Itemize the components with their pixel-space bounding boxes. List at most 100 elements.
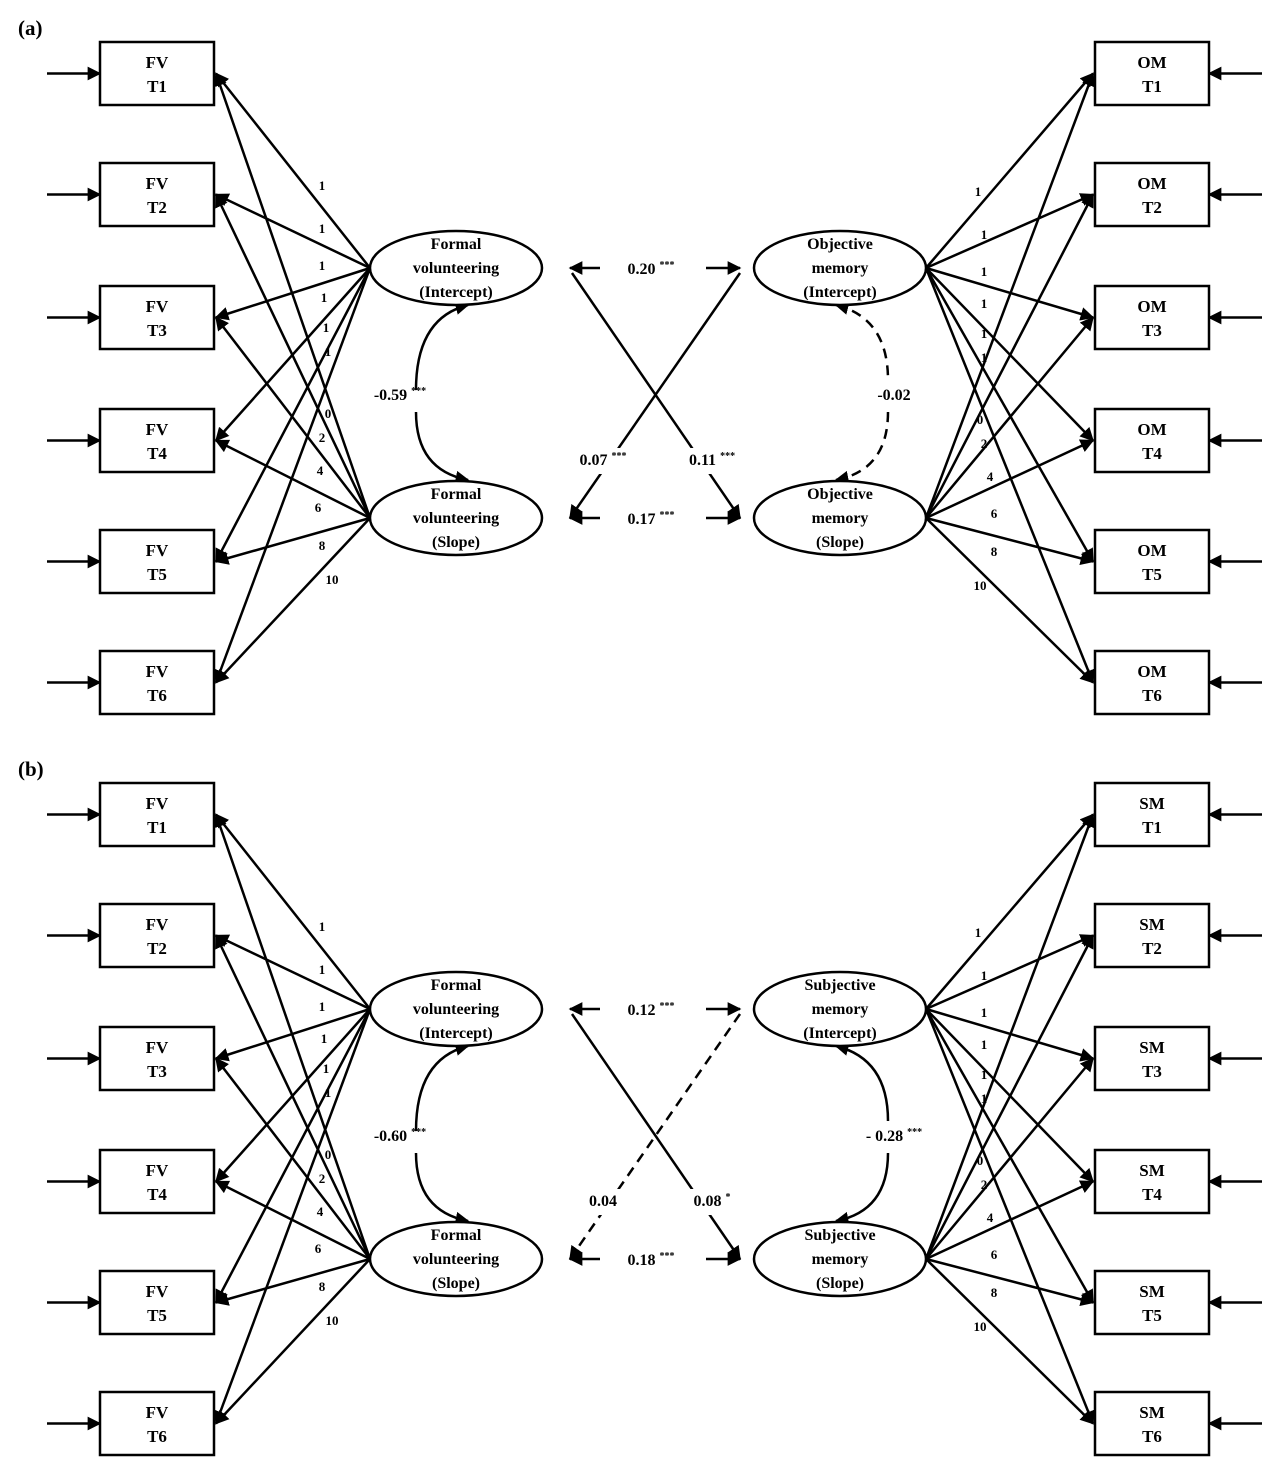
slope-loading-arrow <box>925 316 1094 519</box>
covariance-estimate: -0.59*** <box>374 386 426 404</box>
indicator-time: T5 <box>147 1306 167 1325</box>
slope-loading-label: 10 <box>974 578 987 593</box>
slope-loading-label: 8 <box>991 1285 998 1300</box>
indicator-box <box>1093 407 1211 474</box>
covariance-curve <box>414 1152 470 1226</box>
intercept-loading-label: 1 <box>981 1005 988 1020</box>
slope-loading-label: 0 <box>977 1153 984 1168</box>
indicator-box <box>1093 902 1211 969</box>
covariance-estimate: -0.60*** <box>374 1127 426 1145</box>
covariance-curve <box>414 1042 470 1132</box>
left-intercept-latent-label: (Intercept) <box>419 1025 492 1042</box>
panel-a: (a)FVT1OMT1FVT2OMT2FVT3OMT3FVT4OMT4FVT5O… <box>18 16 1262 716</box>
slope-loading-arrow <box>214 516 371 565</box>
slope-loading-arrow <box>924 813 1096 1260</box>
left-slope-latent-label: (Slope) <box>432 1275 480 1292</box>
intercept-loading-label: 1 <box>981 1067 988 1082</box>
indicator-box <box>98 1269 216 1336</box>
intercept-loading-arrow <box>214 193 371 270</box>
slope-loading-label: 2 <box>981 1177 988 1192</box>
indicator-box <box>1093 161 1211 228</box>
label-background <box>678 1189 746 1215</box>
indicator-label: FV <box>146 1161 169 1180</box>
intercept-loading-label: 1 <box>975 925 982 940</box>
indicator-box <box>1093 649 1211 716</box>
slope-loading-arrow <box>924 193 1095 519</box>
intercept-loading-arrow <box>924 267 1095 684</box>
indicator-label: OM <box>1137 662 1166 681</box>
indicator-box <box>1093 1269 1211 1336</box>
indicator-label: FV <box>146 297 169 316</box>
intercept-loading-arrow <box>214 266 371 321</box>
right-intercept-latent <box>752 970 928 1048</box>
right-slope-latent <box>752 1220 928 1298</box>
intercept-loading-label: 1 <box>981 264 988 279</box>
cross-path-estimate: 0.04 <box>589 1193 617 1210</box>
indicator-box <box>1093 528 1211 595</box>
indicator-time: T3 <box>147 321 167 340</box>
intercept-loading-label: 1 <box>319 221 326 236</box>
slope-loading-label: 6 <box>991 506 998 521</box>
slope-loading-label: 4 <box>317 463 324 478</box>
cross-path-arrow <box>570 1013 742 1261</box>
slope-loading-arrow <box>215 517 371 684</box>
indicator-label: FV <box>146 1403 169 1422</box>
intercept-loading-arrow <box>924 1008 1095 1425</box>
intercept-loading-label: 1 <box>981 968 988 983</box>
indicator-box <box>98 161 216 228</box>
indicator-box <box>98 1390 216 1457</box>
slope-loading-label: 2 <box>981 436 988 451</box>
intercept-path-estimate: 0.20*** <box>628 260 675 278</box>
indicator-label: SM <box>1139 1282 1165 1301</box>
right-intercept-latent-label: memory <box>812 260 869 277</box>
slope-loading-label: 0 <box>325 1147 332 1162</box>
intercept-loading-arrow <box>214 1008 372 1304</box>
slope-loading-arrow <box>213 72 372 519</box>
intercept-loading-label: 1 <box>319 999 326 1014</box>
indicator-box <box>98 781 216 848</box>
cross-path-arrow <box>570 272 742 520</box>
left-slope-latent <box>368 479 544 557</box>
intercept-loading-label: 1 <box>323 1061 330 1076</box>
intercept-loading-arrow <box>925 266 1095 321</box>
indicator-box <box>98 407 216 474</box>
slope-loading-label: 8 <box>991 544 998 559</box>
slope-loading-label: 10 <box>326 572 339 587</box>
intercept-loading-arrow <box>215 813 371 1010</box>
intercept-loading-label: 1 <box>319 962 326 977</box>
slope-loading-label: 6 <box>315 500 322 515</box>
intercept-loading-label: 1 <box>325 1085 332 1100</box>
right-slope-latent-label: (Slope) <box>816 534 864 551</box>
slope-loading-arrow <box>924 72 1096 519</box>
intercept-loading-label: 1 <box>319 919 326 934</box>
indicator-label: SM <box>1139 1161 1165 1180</box>
indicator-time: T4 <box>147 444 167 463</box>
covariance-curve <box>834 301 890 381</box>
slope-loading-label: 4 <box>987 469 994 484</box>
indicator-box <box>98 1025 216 1092</box>
intercept-loading-arrow <box>215 72 371 269</box>
right-slope-latent-label: Objective <box>807 486 873 503</box>
slope-loading-arrow <box>925 1257 1095 1307</box>
indicator-time: T5 <box>147 565 167 584</box>
intercept-loading-label: 1 <box>981 350 988 365</box>
indicator-box <box>1093 781 1211 848</box>
slope-loading-arrow <box>214 1180 371 1261</box>
left-slope-latent-label: volunteering <box>413 510 499 527</box>
slope-loading-arrow <box>214 439 371 520</box>
indicator-label: FV <box>146 1038 169 1057</box>
intercept-loading-arrow <box>925 72 1094 269</box>
cross-path-estimate: 0.11*** <box>689 451 735 469</box>
left-intercept-latent-label: volunteering <box>413 260 499 277</box>
slope-loading-arrow <box>213 813 372 1260</box>
indicator-label: SM <box>1139 1403 1165 1422</box>
indicator-time: T6 <box>1142 1427 1162 1446</box>
left-intercept-latent <box>368 229 544 307</box>
indicator-box <box>1093 1148 1211 1215</box>
intercept-loading-arrow <box>214 267 372 563</box>
intercept-loading-arrow <box>215 267 371 442</box>
right-slope-latent-label: memory <box>812 1251 869 1268</box>
right-slope-latent-label: memory <box>812 510 869 527</box>
intercept-loading-arrow <box>924 267 1095 563</box>
